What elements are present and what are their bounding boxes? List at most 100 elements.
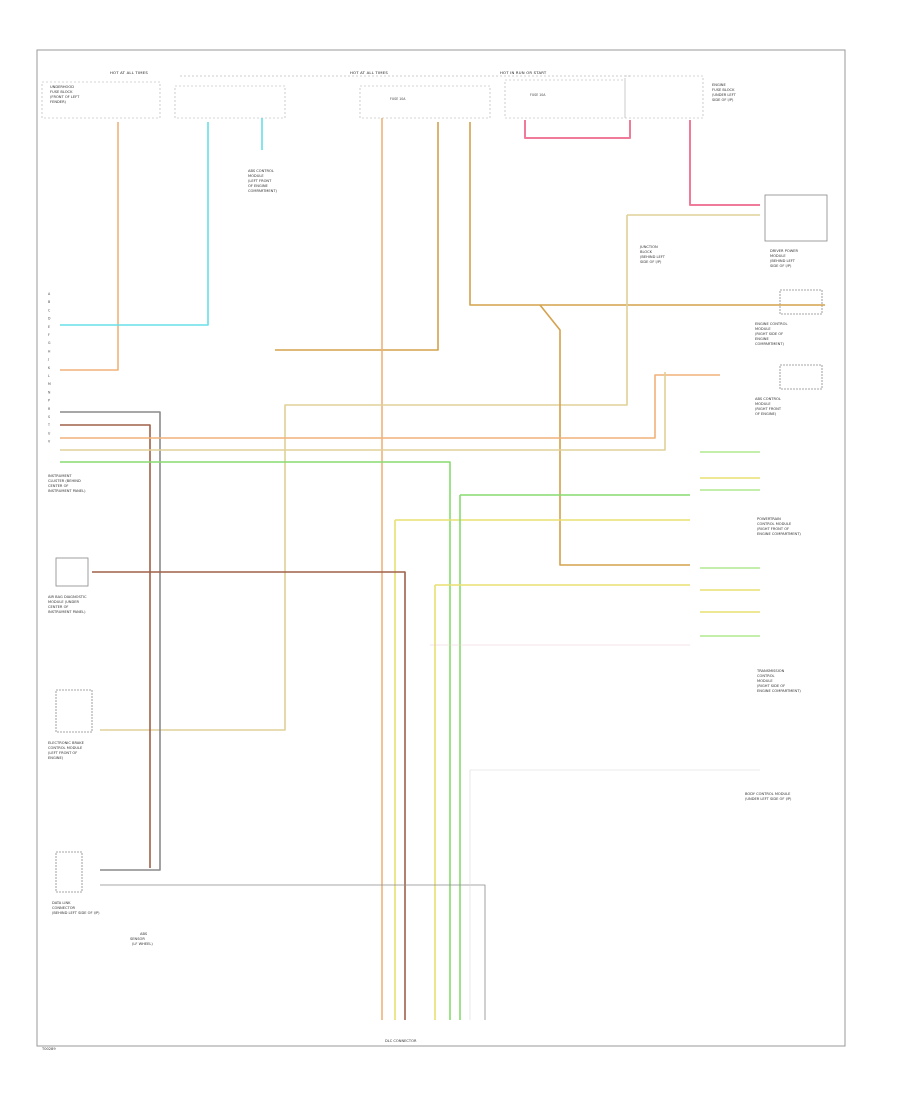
wire-brown-2 — [92, 571, 406, 1020]
component-label-0-2: (FRONT OF LEFT — [50, 95, 80, 99]
component-label-3-1: BLOCK — [640, 250, 653, 254]
component-label-10-1: CONNECTOR — [52, 906, 76, 910]
component-label-7-1: CLUSTER (BEHIND — [48, 479, 81, 483]
component-label-9-2: (LEFT FRONT OF — [48, 751, 77, 755]
pin-label-11: M — [48, 382, 51, 386]
component-label-5-3: ENGINE — [755, 337, 769, 341]
ebcm-box — [55, 689, 93, 733]
driver-power-module-box — [764, 194, 828, 242]
wire-gray-main — [60, 411, 161, 871]
pin-label-14: R — [48, 407, 51, 411]
component-label-6-0: ABS CONTROL — [755, 397, 781, 401]
component-label-8-1: MODULE (UNDER — [48, 600, 80, 604]
wire-tan-right — [469, 122, 825, 306]
component-label-6-2: (RIGHT FRONT — [755, 407, 782, 411]
pin-label-5: F — [48, 333, 50, 337]
component-label-1-2: (LEFT FRONT — [248, 179, 272, 183]
header-right: HOT IN RUN OR START — [500, 70, 547, 75]
component-label-11-2: (RIGHT FRONT OF — [757, 527, 789, 531]
component-label-13-1: (UNDER LEFT SIDE OF I/P) — [745, 797, 792, 801]
wire-pink-2 — [689, 120, 760, 206]
pin-label-9: K — [48, 366, 51, 370]
component-label-7-2: CENTER OF — [48, 484, 68, 488]
component-label-9-0: ELECTRONIC BRAKE — [48, 741, 85, 745]
component-label-11-0: POWERTRAIN — [757, 517, 781, 521]
dlc-box — [55, 851, 83, 893]
pin-label-2: C — [48, 308, 51, 312]
component-label-2-2: (UNDER LEFT — [712, 93, 737, 97]
component-label-6-3: OF ENGINE) — [755, 412, 777, 416]
component-label-1-1: MODULE — [248, 174, 264, 178]
footer-code: T00289 — [41, 1047, 56, 1051]
component-label-14-0: ABS — [140, 932, 148, 936]
pin-label-13: P — [48, 399, 50, 403]
component-label-12-0: TRANSMISSION — [756, 669, 785, 673]
wire-tan-diag — [539, 304, 690, 566]
component-label-0-0: UNDERHOOD — [50, 85, 74, 89]
wire-orange-row — [60, 374, 720, 439]
top-fuse-box-center — [359, 85, 491, 119]
air-bag-box — [55, 557, 89, 587]
pin-label-8: J — [47, 358, 49, 362]
wire-cyan — [60, 122, 209, 326]
component-label-7-0: INSTRUMENT — [48, 474, 72, 478]
component-label-10-0: DATA LINK — [52, 901, 71, 905]
component-label-5-2: (RIGHT SIDE OF — [755, 332, 783, 336]
header-left: HOT AT ALL TIMES — [110, 70, 148, 75]
fuse-label-center: FUSE 10A — [390, 97, 406, 101]
wire-pink — [524, 120, 631, 139]
component-label-5-1: MODULE — [755, 327, 771, 331]
component-label-4-0: DRIVER POWER — [770, 249, 799, 253]
component-label-8-3: INSTRUMENT PANEL) — [48, 610, 86, 614]
wire-orange-left — [60, 122, 119, 371]
component-label-4-1: MODULE — [770, 254, 786, 258]
wire-tan-center — [275, 122, 439, 351]
diagram-border — [36, 49, 846, 1047]
pin-label-12: N — [48, 390, 51, 394]
pin-label-3: D — [48, 317, 51, 321]
component-label-1-3: OF ENGINE — [248, 184, 269, 188]
ecm-box — [779, 289, 823, 315]
component-label-6-1: MODULE — [755, 402, 771, 406]
component-label-0-3: FENDER) — [50, 100, 67, 104]
component-label-1-4: COMPARTMENT) — [248, 189, 278, 193]
wire-tan-row — [60, 372, 666, 451]
pin-label-16: T — [47, 423, 50, 427]
component-label-3-0: JUNCTION — [639, 245, 658, 249]
component-label-1-0: ABS CONTROL — [248, 169, 274, 173]
component-label-2-0: ENGINE — [712, 83, 726, 87]
component-label-8-2: CENTER OF — [48, 605, 68, 609]
component-label-7-3: INSTRUMENT PANEL) — [48, 489, 86, 493]
component-label-4-3: SIDE OF I/P) — [770, 264, 792, 268]
component-label-2-1: FUSE BLOCK — [712, 88, 735, 92]
component-label-0-1: FUSE BLOCK — [50, 90, 73, 94]
component-label-10-2: (BEHIND LEFT SIDE OF I/P) — [52, 911, 100, 915]
header-center: HOT AT ALL TIMES — [350, 70, 388, 75]
component-label-13-0: BODY CONTROL MODULE — [745, 792, 791, 796]
pin-label-4: E — [48, 325, 50, 329]
pin-label-10: L — [48, 374, 50, 378]
component-label-14-2: (LF WHEEL) — [132, 942, 153, 946]
component-label-12-2: MODULE — [757, 679, 773, 683]
component-label-5-0: ENGINE CONTROL — [755, 322, 787, 326]
pin-label-18: V — [48, 440, 51, 444]
component-label-2-3: SIDE OF I/P) — [712, 98, 734, 102]
pin-label-7: H — [48, 349, 51, 353]
component-label-3-2: (BEHIND LEFT — [640, 255, 666, 259]
wire-gray-bottom — [100, 884, 486, 1020]
bottom-caption: DLC CONNECTOR — [385, 1039, 417, 1043]
pin-label-1: B — [48, 300, 50, 304]
abs-box-2 — [779, 364, 823, 390]
wire-light-tan-drop — [100, 215, 628, 731]
top-fuse-box-right — [504, 79, 626, 119]
pin-label-0: A — [48, 292, 51, 296]
component-label-12-4: ENGINE COMPARTMENT) — [757, 689, 801, 693]
component-label-11-1: CONTROL MODULE — [757, 522, 792, 526]
fuse-label-right: FUSE 10A — [530, 93, 546, 97]
wires — [60, 118, 825, 1020]
component-label-11-3: ENGINE COMPARTMENT) — [757, 532, 801, 536]
pin-label-17: U — [48, 431, 51, 435]
component-label-8-0: AIR BAG DIAGNOSTIC — [48, 595, 87, 599]
component-label-9-1: CONTROL MODULE — [48, 746, 83, 750]
